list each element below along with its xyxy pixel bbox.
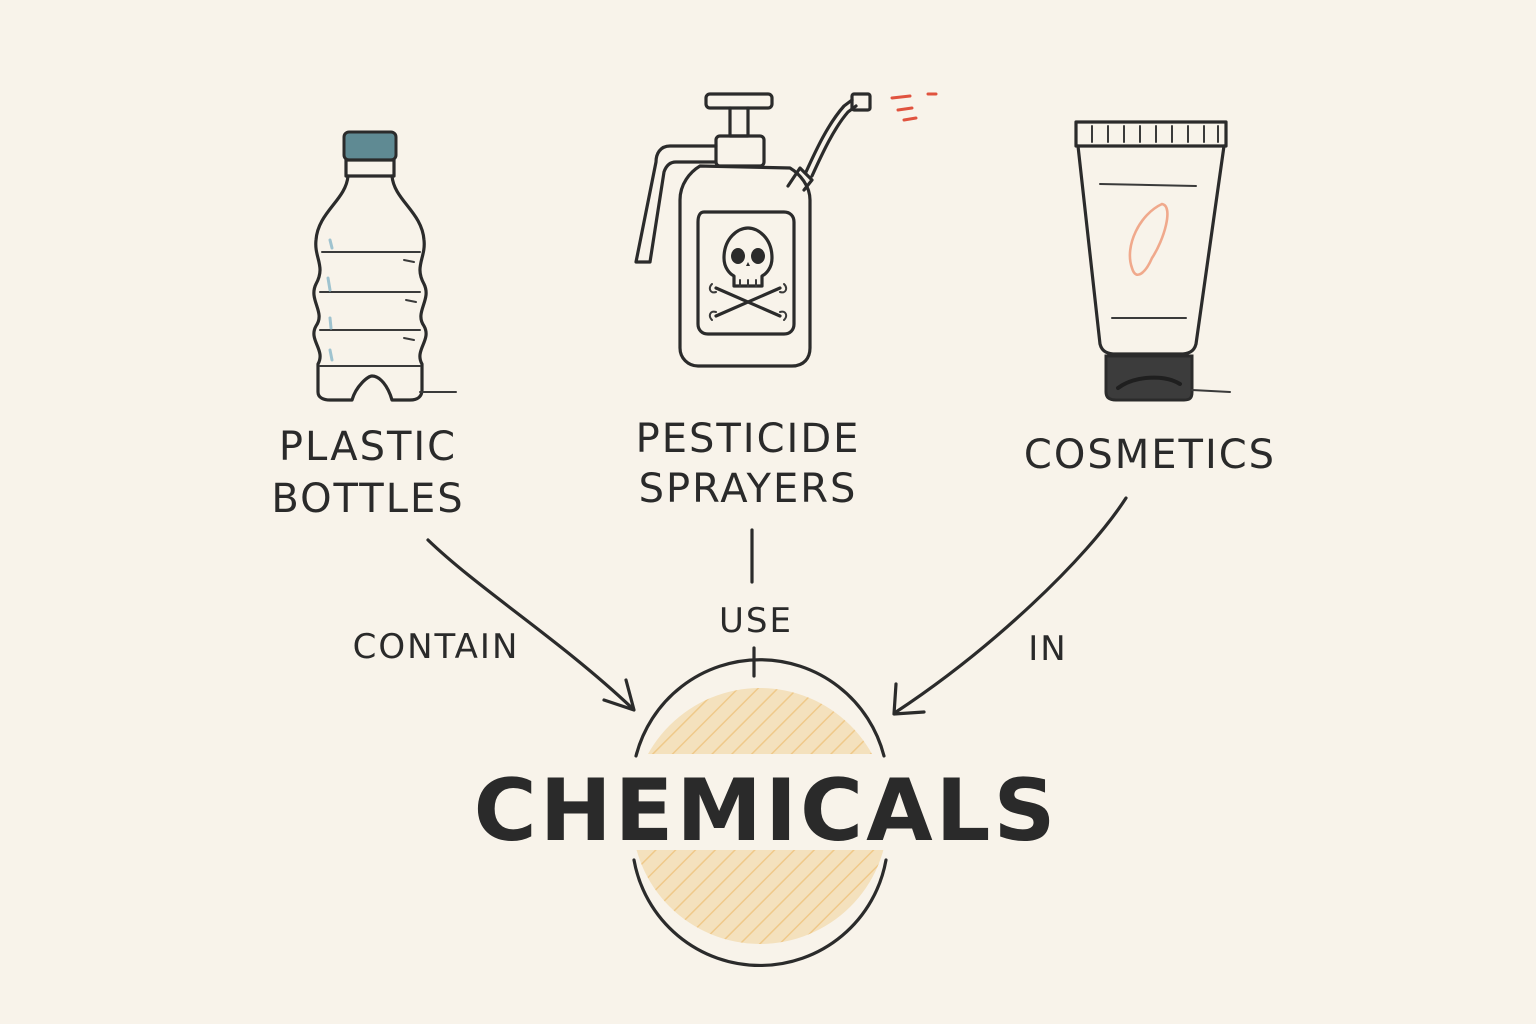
connector-cosmetics <box>892 496 1128 716</box>
spray-mist <box>890 92 938 122</box>
relation-label-contain: CONTAIN <box>353 627 520 667</box>
label-plastic-bottles: PLASTIC BOTTLES <box>271 424 464 522</box>
skull-crossbones-icon <box>708 226 788 321</box>
label-cosmetics-line1: COSMETICS <box>1024 432 1276 478</box>
pesticide-sprayer-icon <box>634 92 938 368</box>
center-label-band <box>560 754 960 850</box>
center-node-chemicals: CHEMICALS <box>474 658 1059 968</box>
label-plastic-bottles-line2: BOTTLES <box>271 476 464 522</box>
label-pesticide-sprayers-line2: SPRAYERS <box>639 466 858 512</box>
center-circle-bottom-arc <box>632 858 888 968</box>
tube-highlight <box>1128 202 1169 276</box>
cosmetic-tube-icon <box>1074 120 1231 402</box>
label-cosmetics: COSMETICS <box>1024 432 1276 478</box>
relation-label-in: IN <box>1028 629 1067 669</box>
label-pesticide-sprayers: PESTICIDE SPRAYERS <box>636 416 861 512</box>
plastic-bottle-icon <box>312 130 457 402</box>
connector-plastic-bottles <box>426 538 636 712</box>
center-circle-top-arc <box>634 658 886 758</box>
center-label: CHEMICALS <box>474 761 1059 861</box>
relation-label-use: USE <box>719 601 793 641</box>
label-pesticide-sprayers-line1: PESTICIDE <box>636 416 861 462</box>
bottle-cap <box>342 130 398 162</box>
connector-pesticide-sprayers <box>750 528 756 678</box>
label-plastic-bottles-line1: PLASTIC <box>279 424 457 470</box>
bottle-highlight <box>326 238 334 362</box>
